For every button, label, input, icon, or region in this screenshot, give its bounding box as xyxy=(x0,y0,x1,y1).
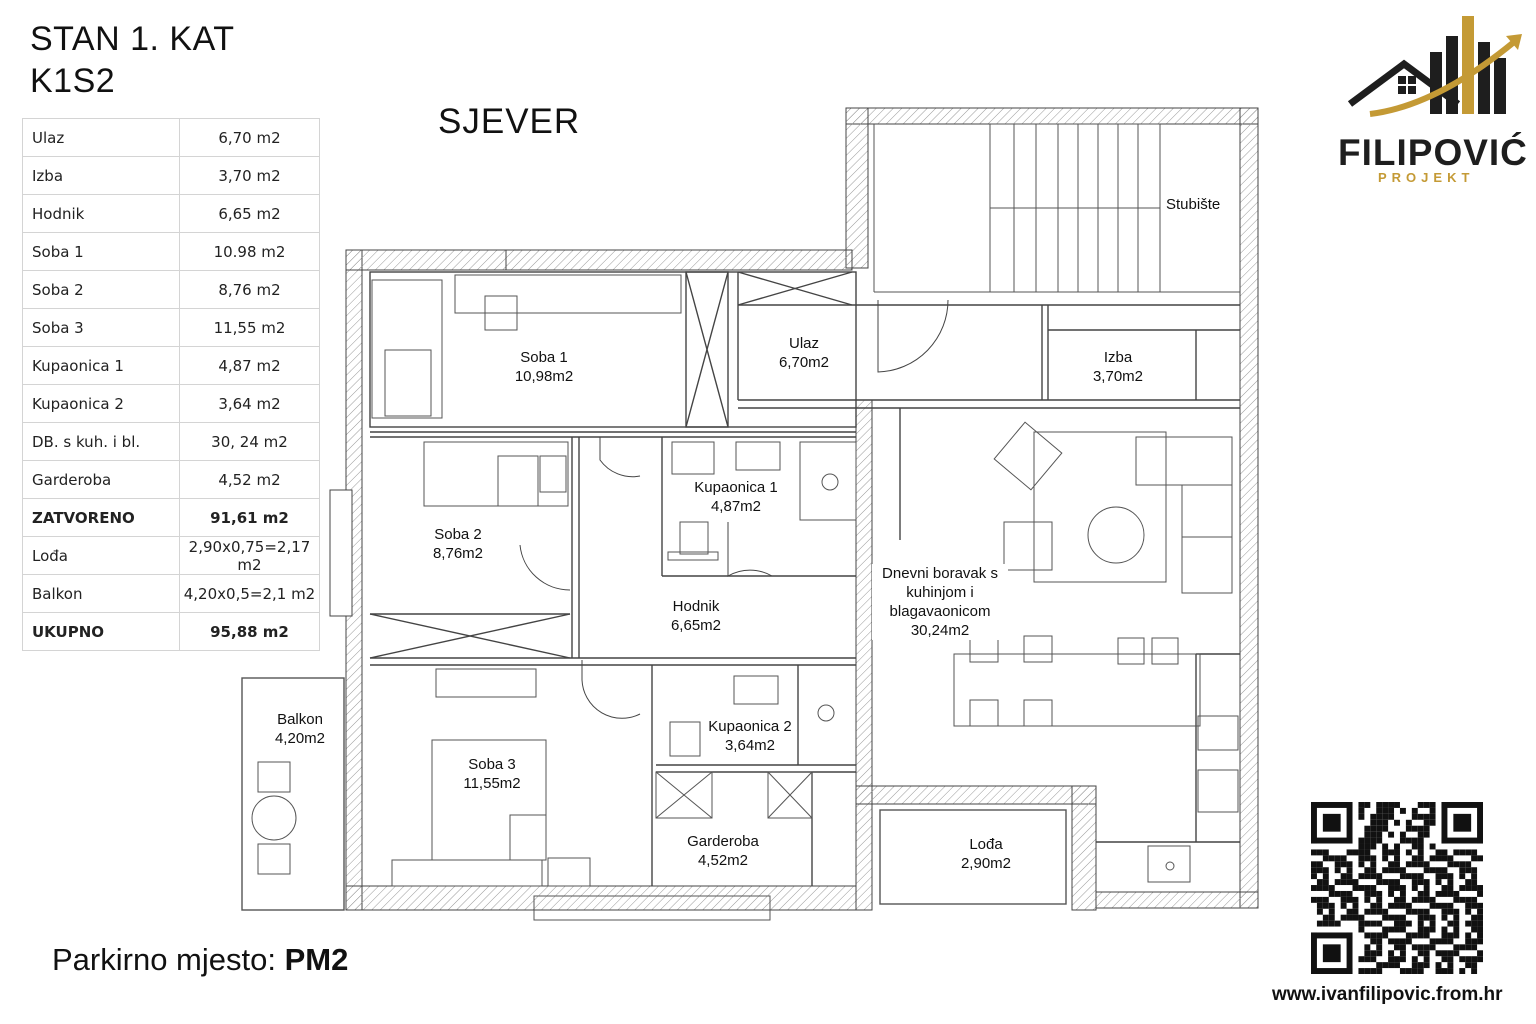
qr-code-icon[interactable] xyxy=(1310,802,1484,974)
logo-sub: PROJEKT xyxy=(1378,170,1475,185)
area-room-name: Kupaonica 2 xyxy=(22,384,180,423)
area-room-name: Kupaonica 1 xyxy=(22,346,180,385)
area-room-value: 6,70 m2 xyxy=(179,118,320,157)
area-room-name: DB. s kuh. i bl. xyxy=(22,422,180,461)
parking-value: PM2 xyxy=(284,942,349,977)
area-room-name: UKUPNO xyxy=(22,612,180,651)
room-area: 10,98m2 xyxy=(514,368,574,385)
room-label-hodnik: Hodnik 6,65m2 xyxy=(660,597,732,635)
room-name: Kupaonica 1 xyxy=(694,479,778,496)
room-label-ulaz: Ulaz 6,70m2 xyxy=(768,334,840,372)
logo-name: FILIPOVIĆ xyxy=(1338,132,1528,173)
loggia xyxy=(879,809,1067,905)
area-room-value: 3,70 m2 xyxy=(179,156,320,195)
area-room-value: 11,55 m2 xyxy=(179,308,320,347)
room-name: Lođa xyxy=(969,836,1003,853)
partitions xyxy=(369,271,1240,886)
company-logo-icon xyxy=(1347,16,1522,117)
area-room-value: 3,64 m2 xyxy=(179,384,320,423)
area-room-name: ZATVORENO xyxy=(22,498,180,537)
doors xyxy=(519,299,949,719)
page-title-line2: K1S2 xyxy=(30,62,116,100)
room-name: Ulaz xyxy=(788,335,819,352)
room-area: 4,87m2 xyxy=(710,498,762,515)
room-name: Balkon xyxy=(277,711,323,728)
orientation-label: SJEVER xyxy=(438,102,581,141)
area-room-value: 95,88 m2 xyxy=(179,612,320,651)
stairs xyxy=(873,123,1240,293)
room-label-kupaonica1: Kupaonica 1 4,87m2 xyxy=(686,478,786,516)
room-name: Soba 1 xyxy=(520,349,568,366)
area-room-value: 6,65 m2 xyxy=(179,194,320,233)
room-label-soba2: Soba 2 8,76m2 xyxy=(422,525,494,563)
room-label-soba1: Soba 1 10,98m2 xyxy=(508,348,580,386)
area-room-value: 10.98 m2 xyxy=(179,232,320,271)
room-label-balkon: Balkon 4,20m2 xyxy=(264,710,336,748)
area-room-name: Soba 2 xyxy=(22,270,180,309)
parking-info: Parkirno mjesto: PM2 xyxy=(52,942,348,978)
room-name: Garderoba xyxy=(687,833,759,850)
room-name: Soba 2 xyxy=(434,526,482,543)
area-room-name: Garderoba xyxy=(22,460,180,499)
room-name: Izba xyxy=(1103,349,1133,366)
room-area: 4,20m2 xyxy=(274,730,326,747)
room-label-kupaonica2: Kupaonica 2 3,64m2 xyxy=(700,717,800,755)
area-room-name: Balkon xyxy=(22,574,180,613)
room-area: 6,65m2 xyxy=(670,617,722,634)
parking-label: Parkirno mjesto: xyxy=(52,942,276,977)
balcony xyxy=(241,677,345,911)
area-room-name: Ulaz xyxy=(22,118,180,157)
room-name-line3: blagavaonicom xyxy=(889,603,991,620)
area-room-value: 8,76 m2 xyxy=(179,270,320,309)
furniture xyxy=(371,274,1239,921)
room-label-dnevni: Dnevni boravak s kuhinjom i blagavaonico… xyxy=(872,564,1008,640)
room-label-loda: Lođa 2,90m2 xyxy=(950,835,1022,873)
room-area: 30,24m2 xyxy=(910,622,970,639)
room-label-garderoba: Garderoba 4,52m2 xyxy=(680,832,766,870)
website-link[interactable]: www.ivanfilipovic.from.hr xyxy=(1272,984,1503,1005)
room-area: 3,64m2 xyxy=(724,737,776,754)
room-area: 8,76m2 xyxy=(432,545,484,562)
area-room-value: 4,52 m2 xyxy=(179,460,320,499)
room-name-line1: Dnevni boravak s xyxy=(882,565,998,582)
room-area: 6,70m2 xyxy=(778,354,830,371)
area-room-value: 91,61 m2 xyxy=(179,498,320,537)
room-area: 11,55m2 xyxy=(463,775,521,792)
area-room-name: Hodnik xyxy=(22,194,180,233)
room-label-soba3: Soba 3 11,55m2 xyxy=(456,755,528,793)
room-label-stubiste: Stubište xyxy=(1166,196,1221,213)
page-title-line1: STAN 1. KAT xyxy=(30,20,235,58)
room-label-izba: Izba 3,70m2 xyxy=(1082,348,1154,386)
room-name: Kupaonica 2 xyxy=(708,718,792,735)
room-area: 4,52m2 xyxy=(697,852,749,869)
room-name: Soba 3 xyxy=(468,756,516,773)
room-area: 3,70m2 xyxy=(1092,368,1144,385)
room-name: Hodnik xyxy=(672,598,720,615)
room-name-line2: kuhinjom i xyxy=(906,584,974,601)
area-room-value: 4,87 m2 xyxy=(179,346,320,385)
area-room-name: Soba 3 xyxy=(22,308,180,347)
room-area: 2,90m2 xyxy=(960,855,1012,872)
area-row: DB. s kuh. i bl.30, 24 m2 xyxy=(22,422,320,461)
